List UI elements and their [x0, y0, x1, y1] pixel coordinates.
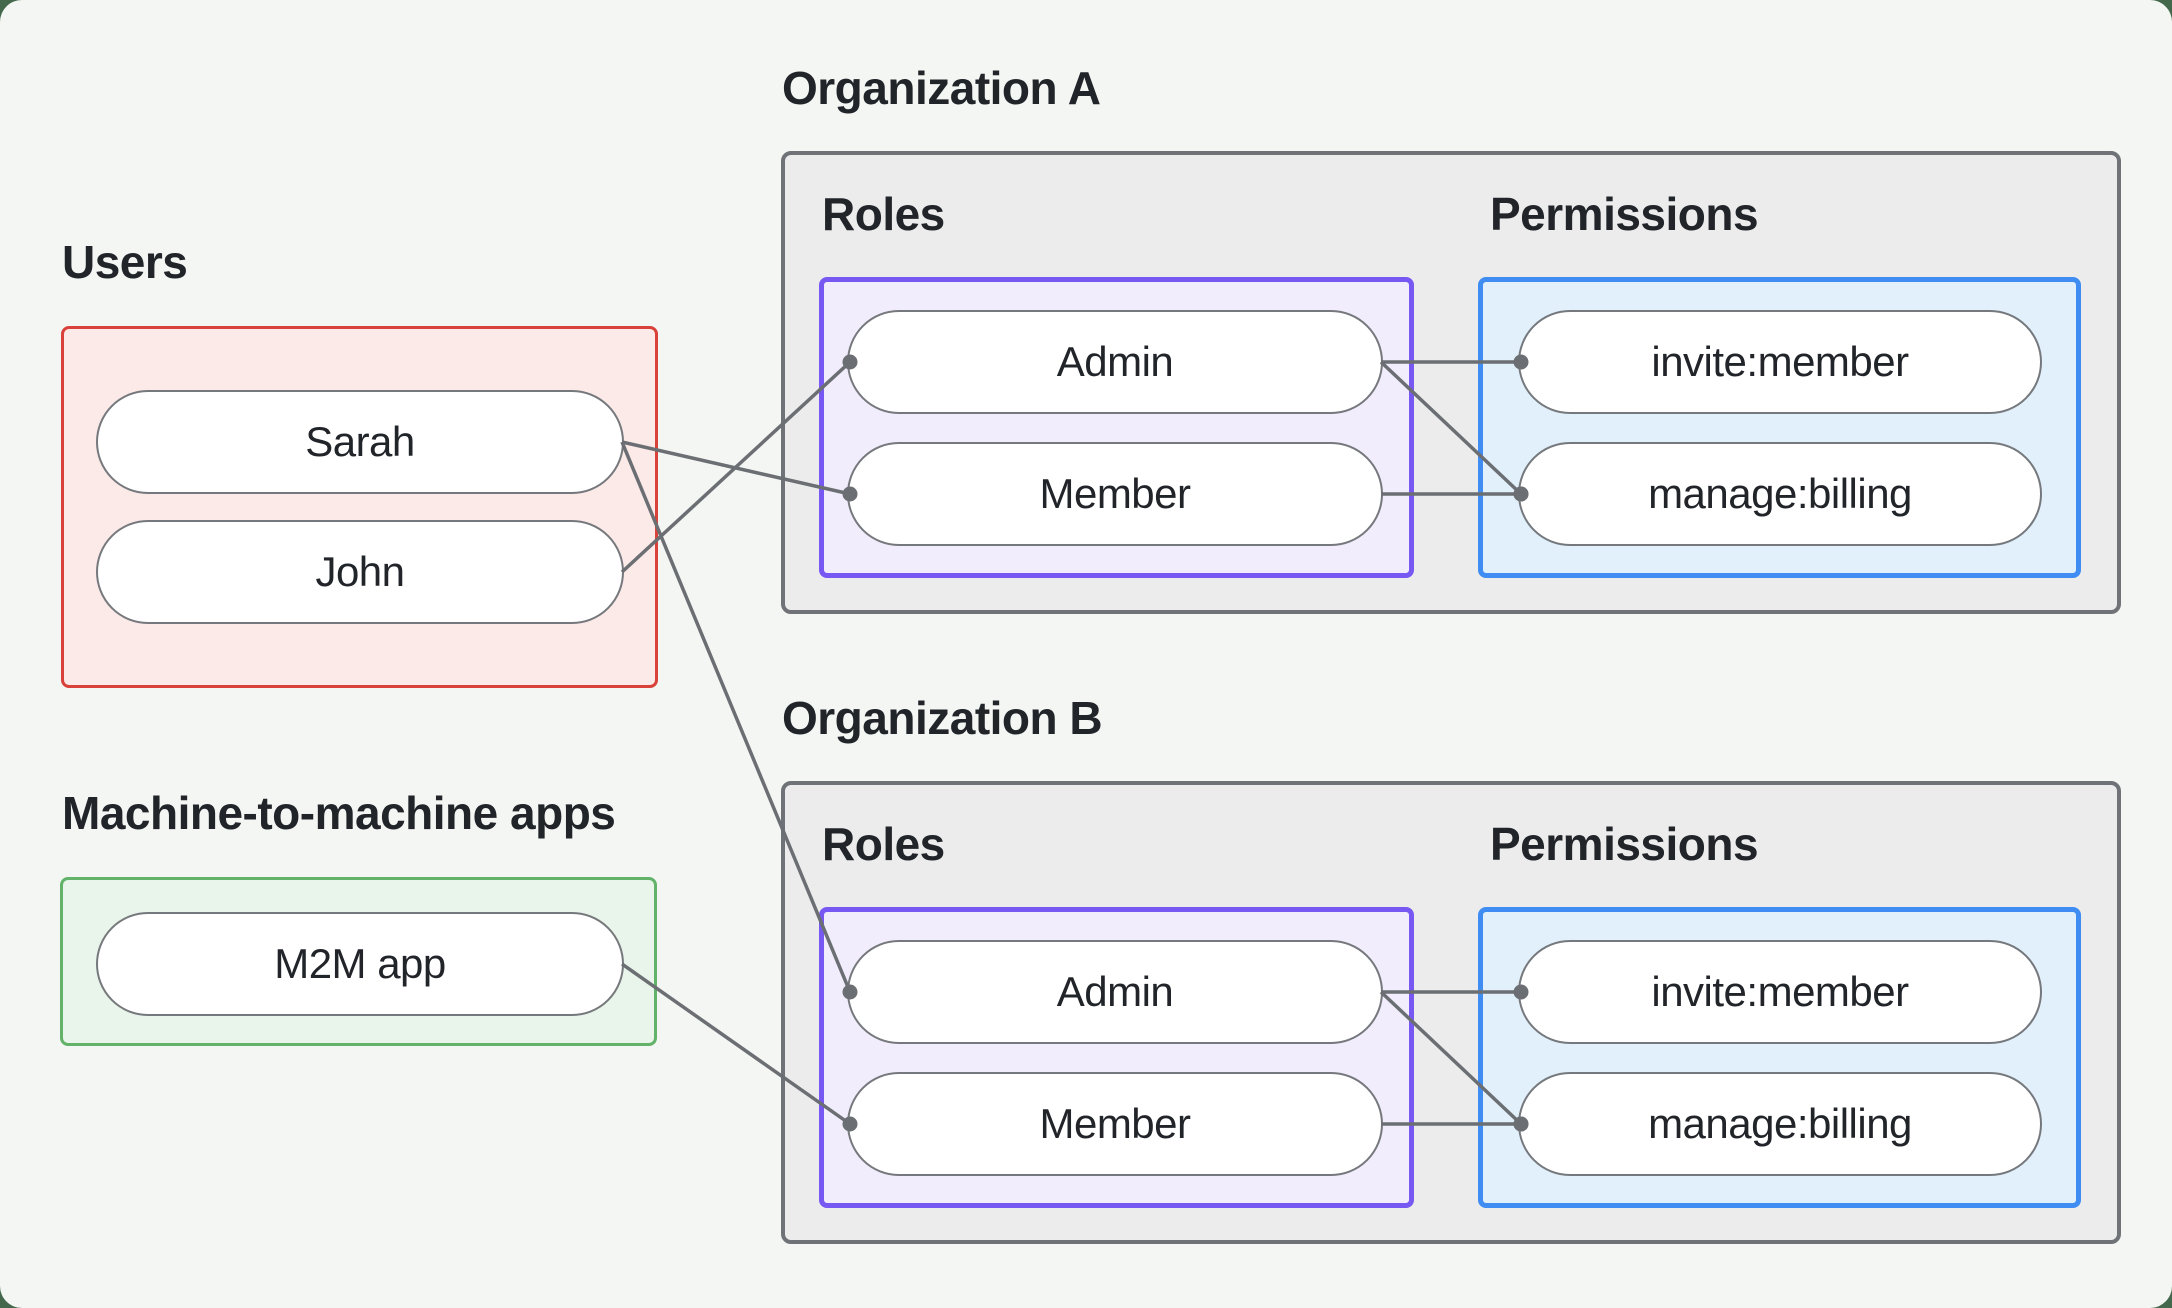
m2m-section-label: Machine-to-machine apps [62, 787, 616, 839]
org-a-role-pill-admin: Admin [847, 310, 1383, 414]
organization-b-permissions-label: Permissions [1490, 818, 1759, 870]
org-a-permission-pill-invite-member: invite:member [1518, 310, 2042, 414]
user-pill-sarah: Sarah [96, 390, 624, 494]
m2m-app-pill: M2M app [96, 912, 624, 1016]
organization-b-label: Organization B [782, 692, 1103, 744]
organization-b-roles-label: Roles [822, 818, 945, 870]
org-b-role-pill-admin: Admin [847, 940, 1383, 1044]
org-a-permission-pill-manage-billing: manage:billing [1518, 442, 2042, 546]
user-pill-john: John [96, 520, 624, 624]
organization-a-permissions-label: Permissions [1490, 188, 1759, 240]
organization-a-label: Organization A [782, 62, 1101, 114]
org-a-role-pill-member: Member [847, 442, 1383, 546]
users-section-label: Users [62, 236, 188, 288]
org-b-role-pill-member: Member [847, 1072, 1383, 1176]
org-b-permission-pill-manage-billing: manage:billing [1518, 1072, 2042, 1176]
org-b-permission-pill-invite-member: invite:member [1518, 940, 2042, 1044]
organization-a-roles-label: Roles [822, 188, 945, 240]
users-group-box [61, 326, 658, 688]
